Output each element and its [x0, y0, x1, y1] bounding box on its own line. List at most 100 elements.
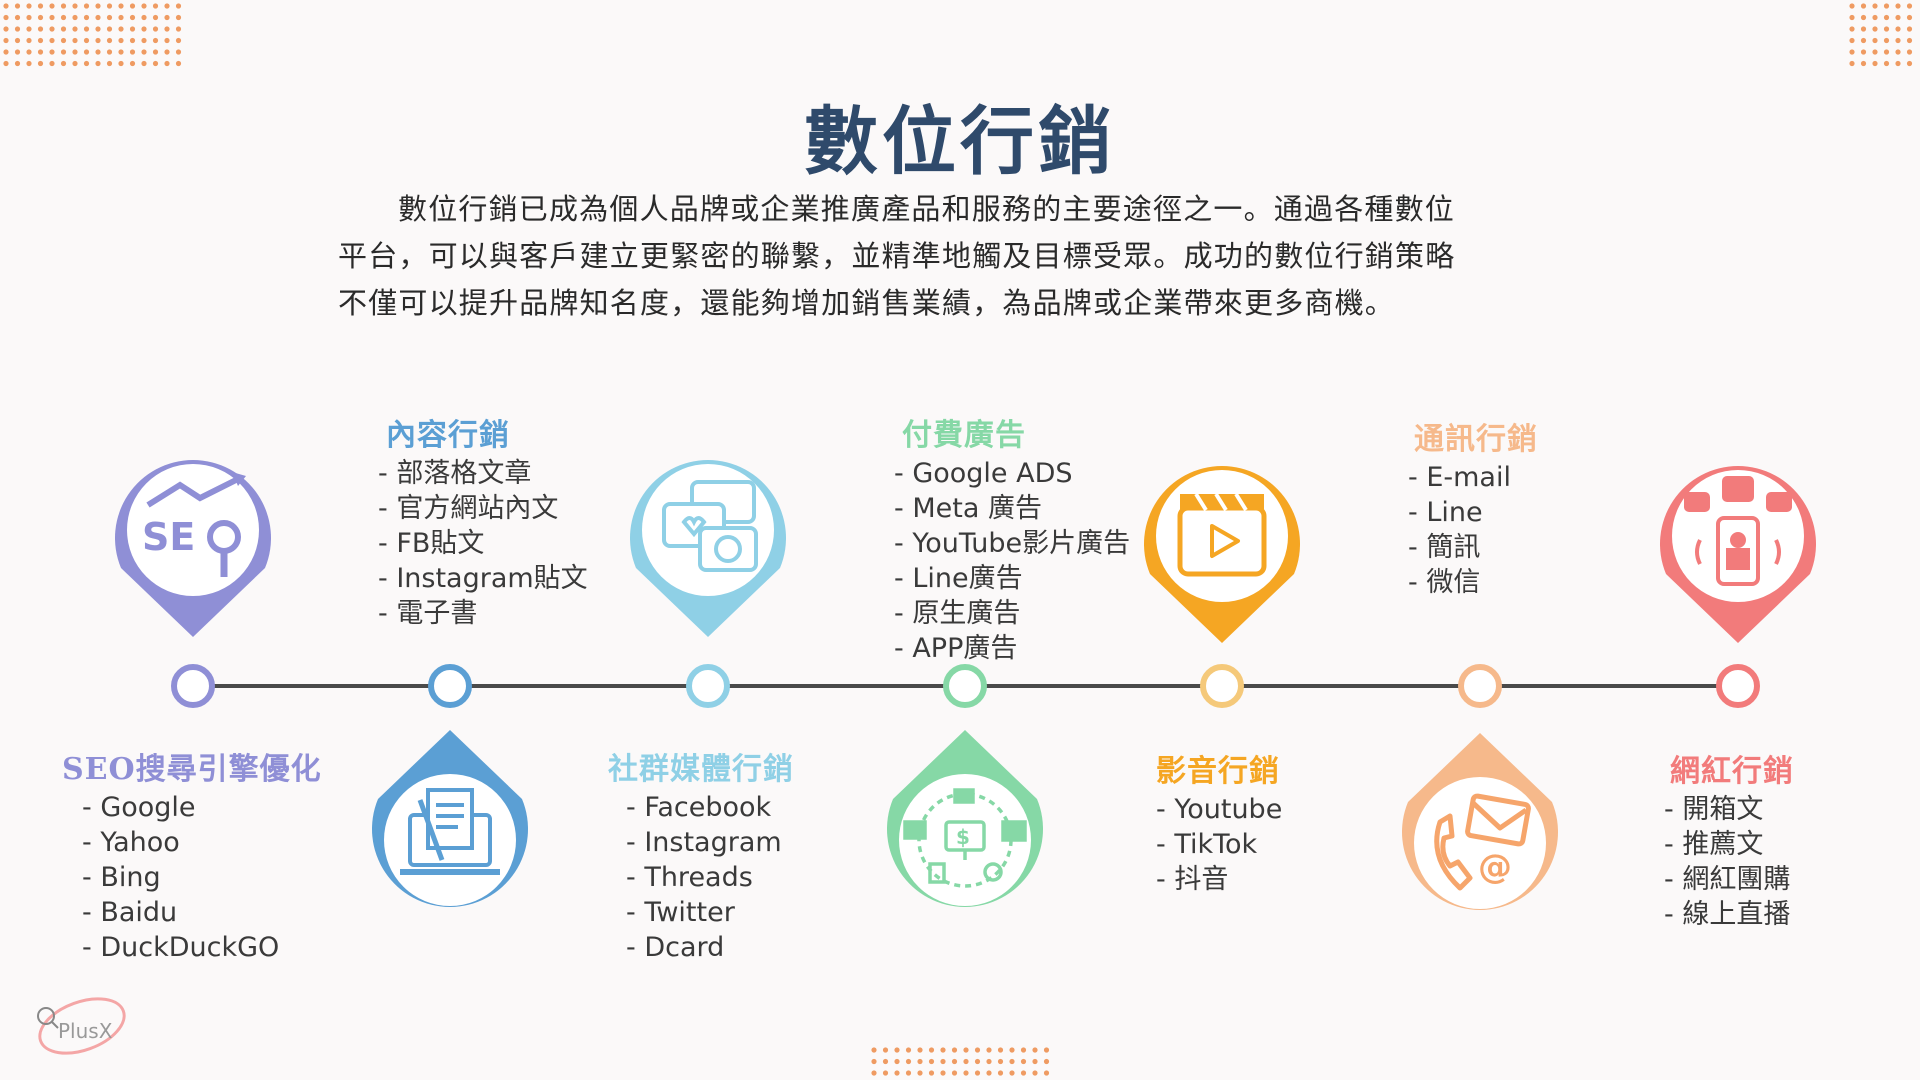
label-messaging: 通訊行銷 - E-mail - Line - 簡訊 - 微信	[1408, 414, 1538, 600]
decor-dot	[26, 37, 32, 44]
decor-dot	[14, 60, 21, 67]
decor-dot	[940, 1047, 946, 1053]
list-item: - 部落格文章	[378, 458, 532, 489]
decor-dot	[1032, 1047, 1038, 1053]
decor-dot	[118, 49, 124, 55]
decor-dot	[1860, 37, 1867, 44]
decor-dot	[26, 60, 32, 67]
decor-dot	[940, 1058, 946, 1065]
decor-dot	[1883, 49, 1890, 55]
decor-dot	[37, 49, 44, 55]
decor-dot	[49, 37, 55, 44]
list-item: - 簡訊	[1408, 532, 1481, 563]
label-seo-title: SEO搜尋引擎優化	[62, 752, 322, 787]
decor-dot	[129, 26, 136, 32]
intro-line-3: 不僅可以提升品牌知名度，還能夠增加銷售業績，為品牌或企業帶來更多商機。	[338, 286, 1396, 320]
decor-dot	[1849, 3, 1855, 9]
decor-dot	[1895, 14, 1901, 21]
decor-dot	[1043, 1058, 1050, 1065]
decor-dot	[1020, 1070, 1027, 1076]
decor-dot	[1020, 1047, 1027, 1053]
decor-dot	[26, 3, 32, 9]
decor-dot	[175, 60, 182, 67]
decor-dot	[894, 1070, 900, 1076]
svg-text:SE: SE	[142, 515, 195, 559]
decor-dot	[72, 14, 78, 21]
decor-dot	[83, 37, 90, 44]
decor-dot	[83, 3, 90, 9]
decor-dot	[940, 1070, 946, 1076]
label-video-title: 影音行銷	[1156, 754, 1280, 789]
decor-dot	[83, 60, 90, 67]
decor-dot	[95, 37, 101, 44]
decor-dot	[49, 3, 55, 9]
decor-dot	[26, 26, 32, 32]
decor-dot	[164, 60, 170, 67]
decor-dot	[106, 3, 113, 9]
decor-dot	[175, 37, 182, 44]
decor-dot	[928, 1058, 935, 1065]
decor-dot	[118, 26, 124, 32]
decor-dot	[1906, 60, 1913, 67]
decor-dot	[37, 14, 44, 21]
decor-dot	[118, 14, 124, 21]
decor-dot	[118, 60, 124, 67]
decor-dot	[3, 37, 9, 44]
decor-dot	[928, 1047, 935, 1053]
paid-node	[943, 664, 987, 708]
label-paid: 付費廣告 - Google ADS - Meta 廣告 - YouTube影片廣…	[894, 410, 1130, 666]
decor-dot	[152, 60, 159, 67]
decor-dot	[974, 1070, 981, 1076]
list-item: - 抖音	[1156, 864, 1229, 895]
decor-dot	[1872, 14, 1878, 21]
decor-dot	[3, 49, 9, 55]
decor-dot	[14, 37, 21, 44]
decor-dot	[3, 60, 9, 67]
decor-dot	[986, 1070, 992, 1076]
decor-dot	[1872, 37, 1878, 44]
decor-dot	[49, 14, 55, 21]
decor-dot	[1872, 26, 1878, 32]
decor-dot	[118, 3, 124, 9]
decor-dot	[106, 49, 113, 55]
decor-dot	[1009, 1070, 1015, 1076]
decor-dot	[1883, 60, 1890, 67]
decor-dot	[917, 1058, 923, 1065]
decor-dot	[14, 3, 21, 9]
list-item: - Facebook	[626, 792, 772, 823]
decor-dot	[152, 26, 159, 32]
decor-dot	[986, 1058, 992, 1065]
decor-dot	[871, 1070, 877, 1076]
list-item: - 原生廣告	[894, 598, 1021, 629]
decor-dot	[963, 1058, 969, 1065]
decor-dot	[141, 60, 147, 67]
decor-dot	[963, 1070, 969, 1076]
list-item: - Twitter	[626, 897, 735, 928]
decor-dot	[49, 49, 55, 55]
decor-dot	[152, 14, 159, 21]
page-title: 數位行銷	[804, 99, 1116, 185]
list-item: - YouTube影片廣告	[894, 528, 1131, 559]
decor-dot	[49, 60, 55, 67]
dot-pattern-top-left	[3, 3, 182, 67]
decor-dot	[1895, 60, 1901, 67]
decor-dot	[974, 1047, 981, 1053]
svg-text:@: @	[1478, 847, 1512, 887]
decor-dot	[894, 1058, 900, 1065]
dot-pattern-bottom	[871, 1047, 1050, 1076]
chat-bubbles-icon	[662, 480, 758, 572]
decor-dot	[1849, 26, 1855, 32]
list-item: - Line	[1408, 497, 1483, 528]
decor-dot	[1872, 3, 1878, 9]
decor-dot	[95, 60, 101, 67]
decor-dot	[106, 37, 113, 44]
influencer-phone-icon	[1684, 476, 1792, 586]
decor-dot	[152, 37, 159, 44]
decor-dot	[37, 3, 44, 9]
decor-dot	[129, 37, 136, 44]
decor-dot	[917, 1047, 923, 1053]
list-item: - 微信	[1408, 567, 1481, 598]
decor-dot	[175, 26, 182, 32]
decor-dot	[3, 26, 9, 32]
decor-dot	[951, 1070, 958, 1076]
